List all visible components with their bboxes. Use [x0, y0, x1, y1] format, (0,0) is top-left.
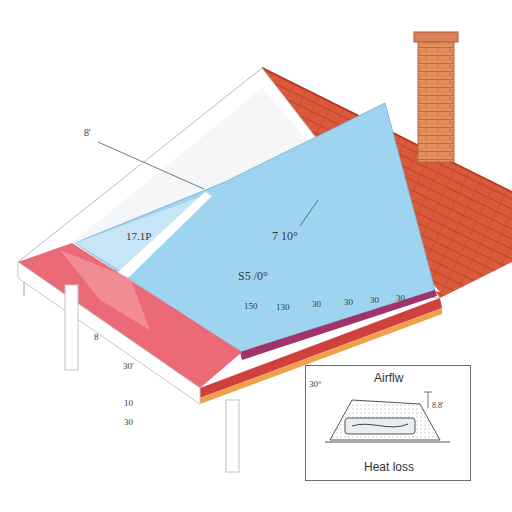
- dimension-label: 130: [276, 303, 290, 312]
- dimension-label: 30': [123, 362, 134, 371]
- airflow-line: [352, 424, 408, 427]
- dimension-label: 10: [124, 399, 133, 408]
- dimension-label: 8: [94, 333, 99, 342]
- inset-caption: Heat loss: [364, 461, 414, 474]
- rafter-strip: [118, 192, 212, 278]
- dimension-label: 7 10°: [272, 230, 298, 242]
- dimension-label: S5 /0°: [238, 270, 268, 282]
- inset-ground: [305, 365, 471, 481]
- support-post: [226, 400, 239, 472]
- dimension-label: 8.8': [432, 402, 443, 410]
- support-post: [65, 285, 78, 370]
- soffit: [18, 262, 200, 404]
- inset-heading: Airflw: [374, 372, 403, 385]
- tick-mark: [24, 282, 25, 296]
- chimney-cap: [414, 32, 458, 42]
- dimension-label: 30: [396, 294, 405, 303]
- dimension-tick: [424, 392, 432, 393]
- dimension-label: 30: [312, 300, 321, 309]
- dimension-label: 30°: [309, 380, 322, 389]
- dimension-line: [428, 392, 429, 408]
- inset-vent: [345, 418, 415, 434]
- dimension-label: 30: [370, 296, 379, 305]
- dimension-label: 150: [244, 302, 258, 311]
- eave-band: [18, 243, 242, 388]
- dimension-label: 8': [84, 128, 91, 138]
- inset-box: AirflwHeat loss: [305, 365, 471, 481]
- inset-roof-sketch: [330, 400, 440, 440]
- leader-line: [98, 142, 204, 189]
- dimension-label: 30: [124, 418, 133, 427]
- dimension-label: 17.1P: [126, 231, 151, 242]
- dimension-label: 30: [344, 298, 353, 307]
- chimney: [418, 40, 454, 162]
- inset-base: [325, 442, 450, 443]
- leader-line: [300, 200, 318, 226]
